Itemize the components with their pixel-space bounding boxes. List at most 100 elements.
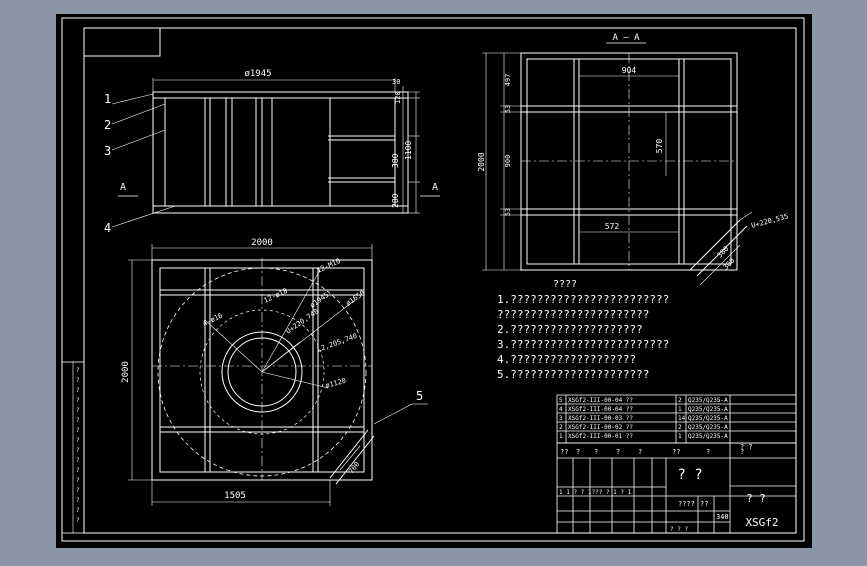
bom-cell: Q235/Q235-A bbox=[688, 397, 728, 404]
side-strip-label: ? bbox=[76, 437, 80, 444]
side-strip-label: ? bbox=[76, 377, 80, 384]
section-view bbox=[482, 42, 753, 286]
side-strip-label: ? bbox=[76, 477, 80, 484]
notes-heading: ???? bbox=[553, 279, 577, 290]
side-strip-label: ? bbox=[76, 427, 80, 434]
plan-dim-bottom: 1505 bbox=[224, 491, 246, 501]
section-dim-low: 572 bbox=[605, 222, 620, 231]
callout-4: 4 bbox=[104, 221, 111, 235]
elev-dim-c: 380 bbox=[391, 153, 400, 168]
bom-header: ?????????? bbox=[560, 448, 744, 456]
bom-header-cell: ? bbox=[616, 448, 620, 456]
bom-cell: Q235/Q235-A bbox=[688, 415, 728, 422]
side-strip-label: ? bbox=[76, 367, 80, 374]
bom-cell: XSGf2-III-00-04 ?? bbox=[568, 397, 633, 404]
elev-dim-total: 1100 bbox=[404, 141, 413, 160]
sheet-outer-border bbox=[61, 17, 805, 542]
side-strip-label: ? bbox=[76, 467, 80, 474]
bom-header-cell: ? bbox=[638, 448, 642, 456]
note-line: 4.??????????????????? bbox=[497, 353, 636, 366]
elevation-view bbox=[111, 78, 440, 228]
elev-dim-a: 30 bbox=[392, 78, 400, 86]
note-line: 5.????????????????????? bbox=[497, 368, 649, 381]
title-block bbox=[556, 442, 797, 534]
side-strip-label: ? bbox=[76, 447, 80, 454]
bom-header-cell: ? bbox=[576, 448, 580, 456]
plan-view bbox=[128, 244, 428, 506]
section-dim-seg2: 53 bbox=[504, 105, 512, 113]
bom-cell: 4 bbox=[559, 406, 563, 413]
section-dim-seg1: 497 bbox=[504, 74, 512, 87]
title-scale-label: ???? bbox=[678, 500, 695, 508]
bom-cell: 3 bbox=[559, 415, 563, 422]
drawing-sheet bbox=[56, 14, 812, 548]
bom-cell: Q235/Q235-A bbox=[688, 424, 728, 431]
bom-cell: 2 bbox=[678, 397, 682, 404]
bom-cell: 2 bbox=[678, 424, 682, 431]
note-line: 3.???????????????????????? bbox=[497, 338, 669, 351]
bom-cell: 14 bbox=[678, 415, 686, 422]
bom-cell: Q235/Q235-A bbox=[688, 433, 728, 440]
note-line: ??????????????????????? bbox=[497, 308, 649, 321]
bom-cell: 2 bbox=[559, 424, 563, 431]
note-line: 1.???????????????????????? bbox=[497, 293, 669, 306]
section-title: A — A bbox=[612, 33, 640, 43]
bom-cell: 1 bbox=[678, 433, 682, 440]
title-name: ? ? bbox=[677, 467, 702, 483]
bom-cell: XSGf2-III-00-03 ?? bbox=[568, 415, 633, 422]
elev-dim-d: 280 bbox=[391, 193, 400, 208]
side-strip bbox=[61, 361, 85, 534]
side-strip-labels: ???????????????? bbox=[76, 367, 80, 524]
side-strip-label: ? bbox=[76, 517, 80, 524]
callout-3: 3 bbox=[104, 144, 111, 158]
bom-cell: 5 bbox=[559, 397, 563, 404]
bom-cell: 1 bbox=[559, 433, 563, 440]
section-mark-right: A bbox=[432, 182, 438, 193]
side-strip-label: ? bbox=[76, 407, 80, 414]
title-weight: 340 bbox=[716, 513, 729, 521]
elev-dim-b: 120 bbox=[394, 91, 402, 104]
notes-lines: 1.???????????????????????? ?????????????… bbox=[497, 293, 669, 381]
side-strip-label: ? bbox=[76, 457, 80, 464]
title-row-b: ? ? bbox=[740, 443, 753, 451]
side-strip-label: ? bbox=[76, 507, 80, 514]
callout-5: 5 bbox=[416, 389, 423, 403]
callout-1: 1 bbox=[104, 92, 111, 106]
title-row-c: ? ? ? bbox=[670, 526, 688, 533]
side-strip-label: ? bbox=[76, 417, 80, 424]
title-qty-label: ?? bbox=[700, 500, 708, 508]
bom-header-cell: ? bbox=[740, 448, 744, 456]
bom-header-cell: ?? bbox=[672, 448, 680, 456]
section-dim-mid: 570 bbox=[655, 139, 664, 154]
section-dim-top: 904 bbox=[622, 66, 637, 75]
title-row-a: 1 1 ? ? 1??? ? 1 ? 1 bbox=[559, 489, 632, 496]
bom-cell: XSGf2-III-00-04 ?? bbox=[568, 406, 633, 413]
bom-cell: XSGf2-III-00-02 ?? bbox=[568, 424, 633, 431]
callout-2: 2 bbox=[104, 118, 111, 132]
plan-dim-width: 2000 bbox=[251, 238, 273, 248]
title-material: ? ? bbox=[746, 492, 766, 505]
section-dim-seg4: 53 bbox=[504, 208, 512, 216]
bom-header-cell: ? bbox=[594, 448, 598, 456]
side-strip-label: ? bbox=[76, 497, 80, 504]
sheet-inner-border bbox=[83, 27, 797, 534]
title-drawing-no: XSGf2 bbox=[745, 516, 778, 529]
note-line: 2.???????????????????? bbox=[497, 323, 643, 336]
section-dim-total: 2000 bbox=[477, 152, 486, 171]
section-mark-left: A bbox=[120, 182, 126, 193]
corner-stamp-box bbox=[83, 27, 161, 57]
bom-header-cell: ? bbox=[706, 448, 710, 456]
bom-cell: 1 bbox=[678, 406, 682, 413]
bom-cell: Q235/Q235-A bbox=[688, 406, 728, 413]
plan-dim-height: 2000 bbox=[121, 361, 131, 383]
side-strip-label: ? bbox=[76, 487, 80, 494]
section-dim-seg3: 900 bbox=[504, 155, 512, 168]
side-strip-label: ? bbox=[76, 397, 80, 404]
elev-dim-width: ø1945 bbox=[244, 69, 271, 79]
bom-header-cell: ?? bbox=[560, 448, 568, 456]
bom-cell: XSGf2-III-00-01 ?? bbox=[568, 433, 633, 440]
side-strip-label: ? bbox=[76, 387, 80, 394]
